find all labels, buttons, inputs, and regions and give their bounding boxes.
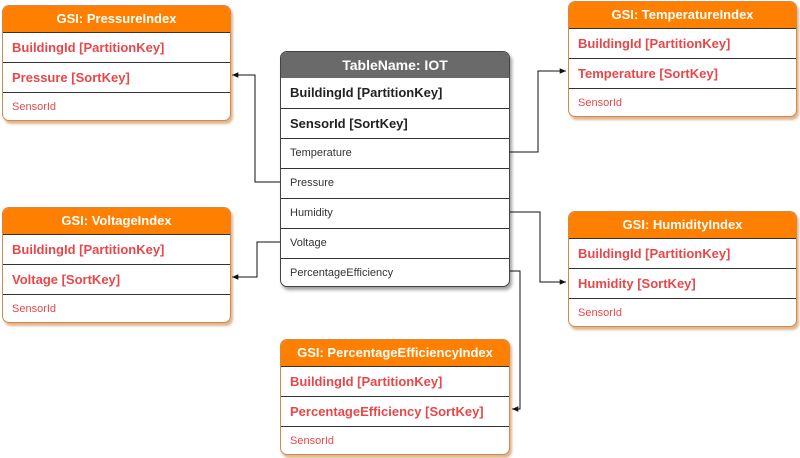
main-table-attribute-voltage: Voltage [281,228,509,258]
gsi-humidity-partition-key: BuildingId [PartitionKey] [569,238,796,268]
gsi-pressure-title: GSI: PressureIndex [3,6,230,32]
gsi-voltage-index: GSI: VoltageIndex BuildingId [PartitionK… [2,207,231,323]
main-table-title: TableName: IOT [281,52,509,78]
gsi-temperature-title: GSI: TemperatureIndex [569,2,796,28]
gsi-temperature-partition-key: BuildingId [PartitionKey] [569,28,796,58]
connector-voltage [232,241,281,280]
main-table-sort-key: SensorId [SortKey] [281,108,509,138]
gsi-percentage-efficiency-partition-key: BuildingId [PartitionKey] [281,366,509,396]
gsi-percentage-efficiency-index: GSI: PercentageEfficiencyIndex BuildingI… [280,339,510,455]
gsi-voltage-partition-key: BuildingId [PartitionKey] [3,234,230,264]
gsi-percentage-efficiency-title: GSI: PercentageEfficiencyIndex [281,340,509,366]
gsi-percentage-efficiency-sort-key: PercentageEfficiency [SortKey] [281,396,509,426]
main-table-attribute-humidity: Humidity [281,198,509,228]
gsi-humidity-attribute-sensorid: SensorId [569,298,796,326]
gsi-voltage-attribute-sensorid: SensorId [3,294,230,322]
connector-pressure [232,72,281,183]
gsi-pressure-sort-key: Pressure [SortKey] [3,62,230,92]
main-table-iot: TableName: IOT BuildingId [PartitionKey]… [280,51,510,287]
connector-percentage-efficiency [510,270,521,412]
gsi-humidity-title: GSI: HumidityIndex [569,212,796,238]
gsi-pressure-partition-key: BuildingId [PartitionKey] [3,32,230,62]
main-table-attribute-temperature: Temperature [281,138,509,168]
connector-temperature [510,68,566,153]
connector-humidity [510,211,566,285]
gsi-percentage-efficiency-attribute-sensorid: SensorId [281,426,509,454]
gsi-temperature-index: GSI: TemperatureIndex BuildingId [Partit… [568,1,797,117]
gsi-voltage-sort-key: Voltage [SortKey] [3,264,230,294]
main-table-attribute-percentage-efficiency: PercentageEfficiency [281,258,509,286]
gsi-pressure-attribute-sensorid: SensorId [3,92,230,120]
main-table-attribute-pressure: Pressure [281,168,509,198]
gsi-temperature-attribute-sensorid: SensorId [569,88,796,116]
gsi-humidity-index: GSI: HumidityIndex BuildingId [Partition… [568,211,797,327]
main-table-partition-key: BuildingId [PartitionKey] [290,85,443,100]
gsi-humidity-sort-key: Humidity [SortKey] [569,268,796,298]
gsi-temperature-sort-key: Temperature [SortKey] [569,58,796,88]
gsi-voltage-title: GSI: VoltageIndex [3,208,230,234]
gsi-pressure-index: GSI: PressureIndex BuildingId [Partition… [2,5,231,121]
